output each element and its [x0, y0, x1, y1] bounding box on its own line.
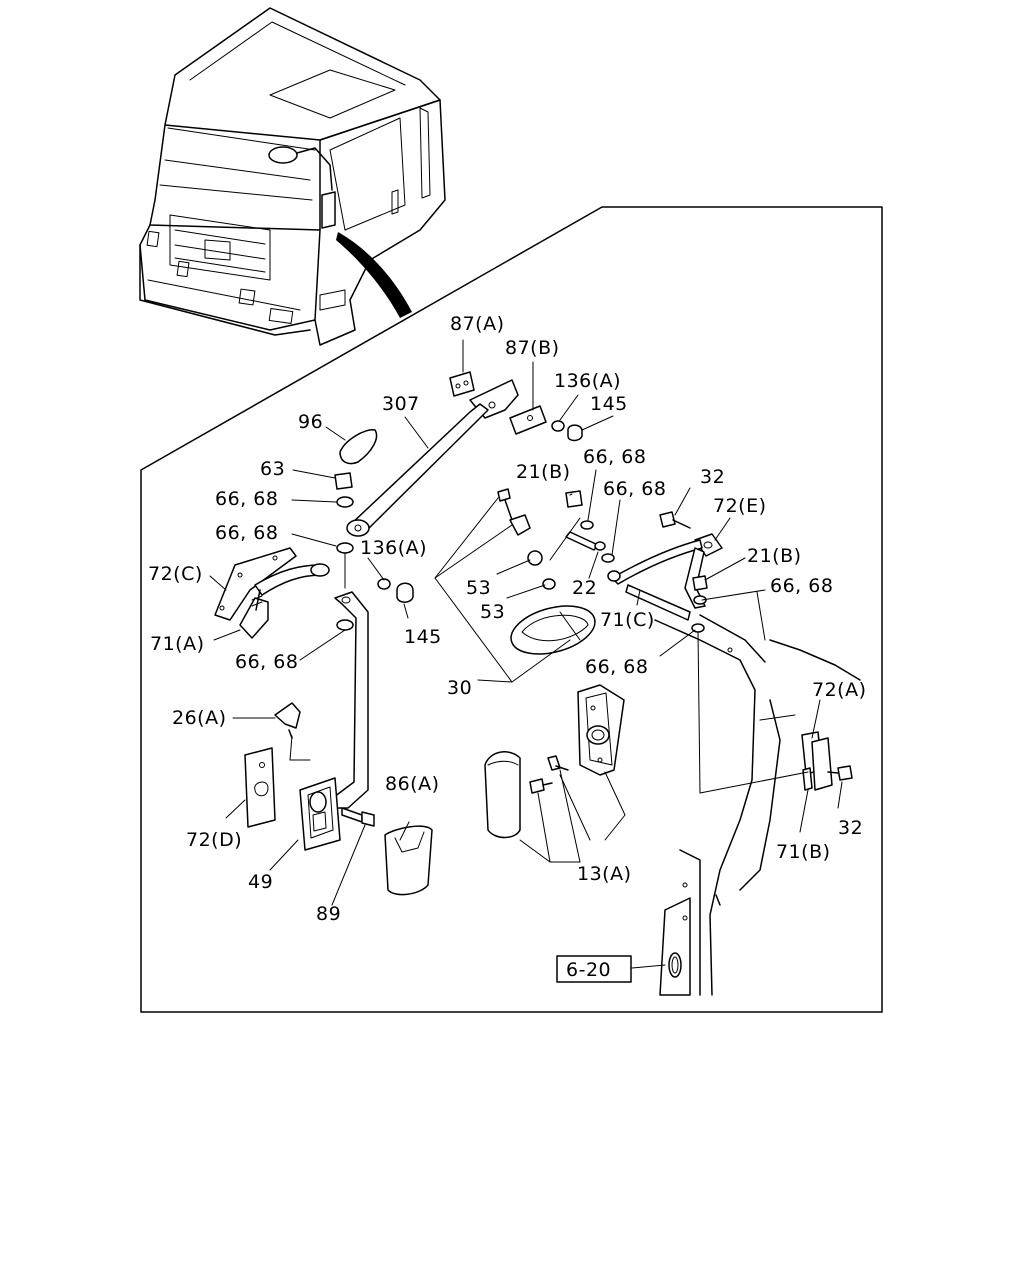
callout-32-bot: 32 — [838, 817, 863, 839]
callout-145-mid: 145 — [404, 626, 442, 648]
callout-136a-top: 136(A) — [554, 370, 621, 392]
callout-labels: 87(A) 87(B) 136(A) 145 96 307 63 66, 68 … — [148, 313, 867, 925]
callout-32-top: 32 — [700, 466, 725, 488]
callout-66-68-c: 66, 68 — [235, 651, 298, 673]
callout-63: 63 — [260, 458, 285, 480]
callout-145-top: 145 — [590, 393, 628, 415]
cab-side-panel — [654, 614, 861, 996]
center-mirror-assembly — [497, 488, 606, 655]
callout-86a: 86(A) — [385, 773, 440, 795]
right-arm-assembly — [601, 511, 723, 633]
reference-label: 6-20 — [566, 959, 611, 981]
callout-53-b: 53 — [480, 601, 505, 623]
callout-53-a: 53 — [466, 577, 491, 599]
rect-mirror-assembly — [484, 684, 625, 839]
callout-26a: 26(A) — [172, 707, 227, 729]
callout-72d: 72(D) — [186, 829, 242, 851]
callout-136a-mid: 136(A) — [360, 537, 427, 559]
callout-66-68-f: 66, 68 — [770, 575, 833, 597]
callout-71b: 71(B) — [776, 841, 831, 863]
callout-66-68-g: 66, 68 — [585, 656, 648, 678]
upper-stay-assembly — [334, 371, 583, 603]
callout-72a: 72(A) — [812, 679, 867, 701]
callout-72e: 72(E) — [713, 495, 767, 517]
callout-71c: 71(C) — [600, 609, 655, 631]
callout-66-68-a: 66, 68 — [215, 488, 278, 510]
leader-lines — [209, 339, 843, 969]
callout-49: 49 — [248, 871, 273, 893]
callout-66-68-d: 66, 68 — [583, 446, 646, 468]
callout-21b-right: 21(B) — [747, 545, 802, 567]
truck-cab-illustration — [139, 7, 446, 346]
reference-box: 6-20 — [556, 955, 632, 983]
left-mirror-housing — [244, 702, 433, 896]
callout-71a: 71(A) — [150, 633, 205, 655]
callout-66-68-b: 66, 68 — [215, 522, 278, 544]
callout-13a: 13(A) — [577, 863, 632, 885]
callout-30: 30 — [447, 677, 472, 699]
callout-307: 307 — [382, 393, 420, 415]
callout-72c: 72(C) — [148, 563, 203, 585]
detail-frame — [140, 206, 883, 1013]
left-arm-assembly — [214, 547, 369, 809]
callout-87b: 87(B) — [505, 337, 560, 359]
callout-21b-left: 21(B) — [516, 461, 571, 483]
callout-22: 22 — [572, 577, 597, 599]
callout-89: 89 — [316, 903, 341, 925]
callout-96: 96 — [298, 411, 323, 433]
callout-66-68-e: 66, 68 — [603, 478, 666, 500]
callout-87a: 87(A) — [450, 313, 505, 335]
